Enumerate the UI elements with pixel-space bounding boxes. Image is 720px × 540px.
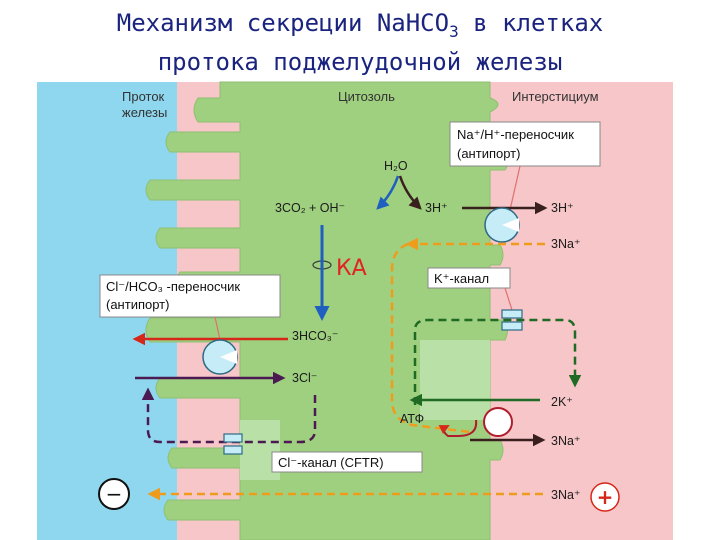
negative-charge-sign: −: [106, 482, 123, 506]
carbonic-anhydrase-label: КА: [336, 256, 367, 281]
negative-charge-icon: [98, 478, 130, 510]
k-channel: [501, 309, 523, 331]
h-outside-label: 3H⁺: [551, 201, 574, 215]
na-orange-recirculation-path: [390, 242, 471, 434]
co2-oh-label: 3CO₂ + OH⁻: [275, 201, 345, 215]
k-channel-label: K⁺-канал: [434, 271, 489, 286]
atp-hydrolysis-arrow: [438, 419, 478, 437]
page-title: Механизм секреции NaHCO3 в клетках прото…: [0, 8, 720, 77]
cftr-channel: [223, 433, 243, 455]
k-recycle-path: [413, 318, 582, 405]
h-inside-label: 3H⁺: [425, 201, 448, 215]
title-line-1: Механизм секреции NaHCO3 в клетках: [0, 8, 720, 47]
h2o-split-blue-arrow: [376, 175, 400, 210]
na-bottom-label: 3Na⁺: [551, 488, 581, 502]
duct-label-line-1: Проток: [122, 89, 165, 104]
positive-charge-sign: +: [597, 485, 614, 509]
na-pump-label: 3Na⁺: [551, 434, 581, 448]
title-line-1-subscript: 3: [449, 21, 459, 41]
na-h-antiporter-label-2: (антипорт): [457, 146, 520, 161]
cl-hco3-antiporter-label-1: Cl⁻/HCO₃ -переносчик: [106, 279, 240, 294]
na-h-antiporter-label-1: Na⁺/H⁺-переносчик: [457, 127, 574, 142]
title-line-1-part-a: Механизм секреции NaHCO: [116, 9, 450, 37]
positive-charge-icon: [590, 482, 620, 512]
title-line-1-part-b: в клетках: [458, 9, 604, 37]
cl-recycle-path: [141, 387, 317, 444]
cl-hco3-pointer-line: [214, 316, 221, 341]
h2o-split-dark-arrow: [398, 175, 422, 210]
cl-in-label: 3Cl⁻: [292, 371, 317, 385]
cftr-label: Cl⁻-канал (CFTR): [278, 455, 384, 470]
cftr-box: [271, 451, 423, 473]
na-h-antiporter-box: [449, 121, 601, 167]
atp-label: АТФ: [400, 412, 424, 426]
cl-hco3-antiporter: [202, 339, 238, 375]
k-channel-box: [427, 267, 511, 289]
na-top-label: 3Na⁺: [551, 237, 581, 251]
duct-label-line-2: железы: [122, 105, 167, 120]
k-out-label: 2K⁺: [551, 395, 573, 409]
cl-hco3-antiporter-label-2: (антипорт): [106, 297, 169, 312]
interstitium-label: Интерстициум: [512, 89, 599, 104]
cl-hco3-antiporter-box: [99, 274, 281, 318]
na-h-pointer-line: [509, 165, 521, 211]
title-line-2: протока поджелудочной железы: [157, 47, 563, 76]
k-channel-pointer-line: [504, 287, 513, 311]
h2o-label: H₂O: [384, 159, 408, 173]
na-k-atpase-pump: [483, 407, 513, 437]
cytosol-label: Цитозоль: [338, 89, 395, 104]
hco3-label: 3HCO₃⁻: [292, 329, 338, 343]
cytosol-band: [420, 340, 490, 420]
na-h-antiporter: [484, 207, 520, 243]
